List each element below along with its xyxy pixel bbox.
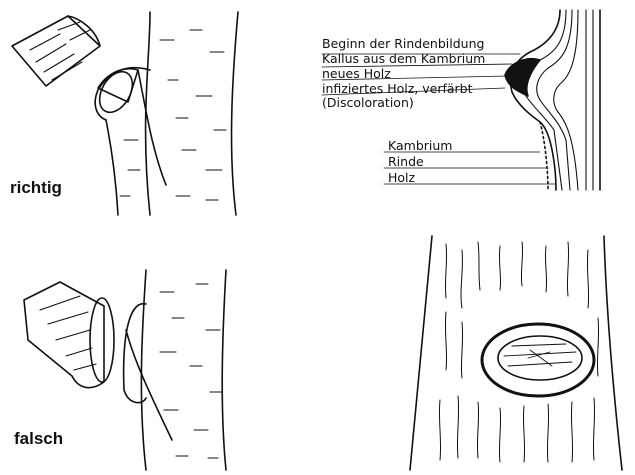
label-callus: Kallus aus dem Kambrium: [322, 51, 485, 66]
healed-wound-illustration: [410, 236, 622, 470]
label-infected-wood: infiziertes Holz, verfärbt: [322, 81, 473, 96]
label-cambium: Kambrium: [388, 138, 452, 153]
caption-falsch: falsch: [14, 429, 63, 448]
label-wood: Holz: [388, 170, 416, 185]
label-bark-formation: Beginn der Rindenbildung: [322, 36, 484, 51]
caption-richtig: richtig: [10, 178, 62, 197]
label-bark: Rinde: [388, 154, 424, 169]
label-discoloration: (Discoloration): [322, 95, 414, 110]
label-new-wood: neues Holz: [322, 66, 391, 81]
